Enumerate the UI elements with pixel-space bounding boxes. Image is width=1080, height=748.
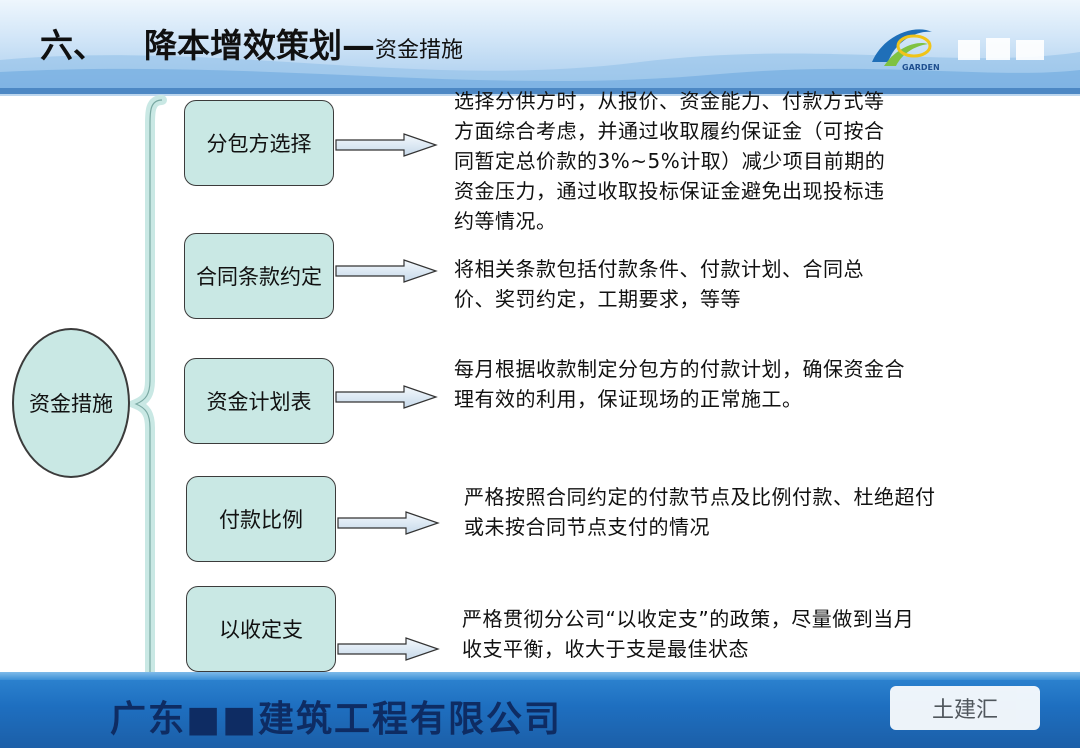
desc-contract-terms: 将相关条款包括付款条件、付款计划、合同总价、奖罚约定，工期要求，等等: [454, 257, 864, 311]
title-main: 降本增效策划—: [144, 26, 375, 65]
arrow-2: [335, 259, 438, 283]
node-funding-plan: 资金计划表: [184, 358, 334, 444]
node-subcontractor-selection: 分包方选择: [184, 100, 334, 186]
desc-funding-plan: 每月根据收款制定分包方的付款计划，确保资金合理有效的利用，保证现场的正常施工。: [454, 357, 905, 411]
arrow-4: [337, 511, 440, 535]
header-wave-decoration: [0, 52, 1080, 88]
garden-logo: GARDEN: [872, 29, 1044, 72]
footer-stripe: [0, 672, 1080, 680]
title-subtitle: 资金措施: [375, 38, 464, 63]
desc-income-based-spending: 严格贯彻分公司“以收定支”的政策，尽量做到当月收支平衡，收大于支是最佳状态: [462, 607, 915, 661]
slide-header: 六、降本增效策划—资金措施 GARDEN: [0, 0, 1080, 88]
slide-footer: 广东■■建筑工程有限公司 土建汇: [0, 672, 1080, 748]
desc-payment-ratio: 严格按照合同约定的付款节点及比例付款、杜绝超付或未按合同节点支付的情况: [464, 485, 936, 539]
company-name: 广东■■建筑工程有限公司: [110, 699, 563, 740]
arrow-3: [335, 385, 438, 409]
arrow-5: [337, 637, 440, 661]
watermark: 土建汇: [890, 686, 1040, 730]
desc-subcontractor-selection: 选择分供方时，从报价、资金能力、付款方式等方面综合考虑，并通过收取履约保证金（可…: [454, 89, 886, 233]
node-income-based-spending: 以收定支: [186, 586, 336, 672]
arrow-1: [335, 133, 438, 157]
node-contract-terms: 合同条款约定: [184, 233, 334, 319]
node-payment-ratio: 付款比例: [186, 476, 336, 562]
header-divider-light: [0, 94, 1080, 96]
logo-text: GARDEN: [902, 63, 940, 72]
header-divider: [0, 88, 1080, 94]
center-node-funding-measures: 资金措施: [12, 328, 130, 478]
section-number: 六、: [40, 26, 106, 65]
slide-title: 六、降本增效策划—资金措施: [40, 24, 463, 73]
